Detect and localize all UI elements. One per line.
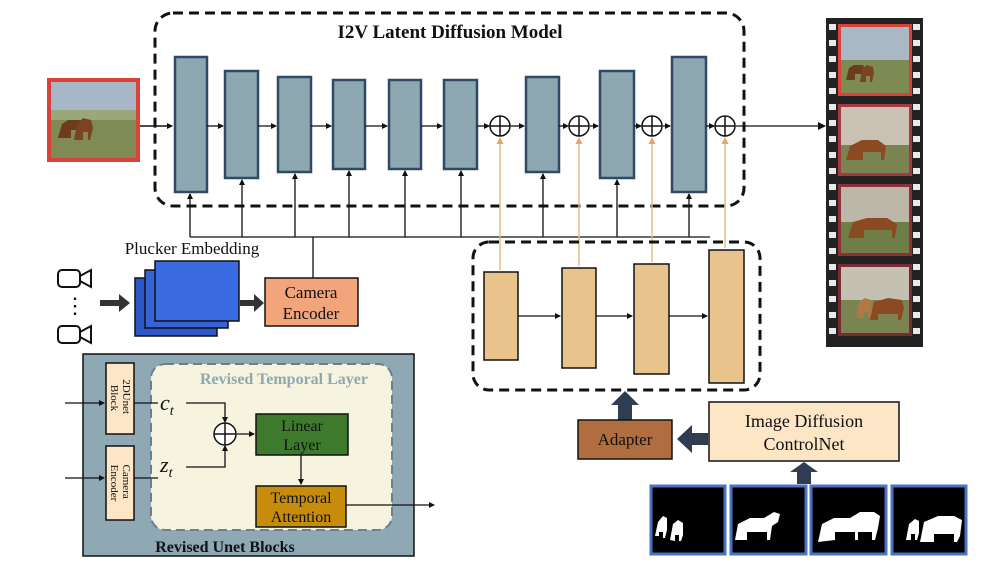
revised-temporal-layer-title: Revised Temporal Layer — [200, 371, 368, 388]
unet-block-6 — [442, 78, 479, 171]
adapter-block-3 — [633, 263, 670, 375]
sum-node-4 — [714, 115, 736, 137]
output-frame-2 — [838, 104, 912, 176]
unet-block-2 — [223, 69, 260, 180]
revised-unet-arrows — [65, 400, 435, 508]
var-c-t: ct — [160, 390, 175, 419]
var-z-t: zt — [159, 452, 174, 481]
controlnet-line1: Image Diffusion — [745, 411, 863, 431]
unet-block-1 — [173, 55, 209, 194]
sum-node-3 — [641, 115, 663, 137]
block-camera-encoder — [105, 445, 135, 521]
camera-encoder-line2: Encoder — [283, 304, 340, 323]
unet-block-7 — [524, 75, 561, 174]
i2v-model-container — [153, 11, 746, 208]
camera-icon-bottom — [57, 324, 92, 345]
camera-to-plucker-arrow — [100, 294, 130, 312]
plucker-embedding-stack — [134, 260, 240, 337]
block-2dunet — [105, 362, 135, 435]
segmentation-masks — [649, 484, 968, 556]
output-frame-1 — [838, 24, 912, 96]
unet-block-5 — [387, 78, 423, 171]
adapter-block-4 — [708, 249, 745, 384]
adapter-block-2 — [561, 267, 597, 369]
mask-2 — [729, 484, 808, 556]
unet-block-3 — [276, 75, 313, 174]
temporal-attention-box — [255, 485, 347, 528]
camera-icon-top — [57, 268, 92, 289]
controlnet-line2: ControlNet — [764, 434, 845, 454]
plucker-embedding-label: Plucker Embedding — [125, 239, 260, 258]
camera-dots: ⋮ — [64, 293, 86, 318]
controlnet-to-adapter-arrow — [677, 425, 708, 453]
sum-node-2 — [568, 115, 590, 137]
svg-text:ct: ct — [160, 390, 175, 419]
block-camera-encoder-label: Camera Encoder — [108, 465, 132, 502]
revised-unet-blocks-title: Revised Unet Blocks — [155, 539, 295, 556]
temporal-attention-line2: Attention — [271, 509, 331, 526]
temporal-attention-line1: Temporal — [270, 490, 332, 507]
input-image-frame — [47, 78, 140, 162]
adapter-up-arrow — [611, 391, 639, 420]
block-2dunet-label: 2DUnet Block — [108, 379, 132, 417]
camera-encoder-box — [264, 277, 359, 327]
adapter-block-1 — [483, 271, 519, 361]
sum-node-1 — [489, 115, 511, 137]
output-film-strip — [826, 18, 923, 347]
controlnet-box — [708, 401, 900, 462]
sum-nodes — [489, 115, 736, 137]
mask-3 — [809, 484, 888, 556]
unet-block-8 — [598, 69, 636, 180]
i2v-model-title: I2V Latent Diffusion Model — [337, 22, 562, 43]
output-frame-3 — [838, 184, 912, 256]
linear-layer-line1: Linear — [281, 418, 323, 435]
linear-layer-line2: Layer — [283, 437, 321, 454]
masks-to-controlnet-arrow — [790, 462, 818, 484]
linear-layer-box — [255, 413, 349, 456]
output-frame-4 — [838, 264, 912, 336]
plucker-to-encoder-arrow — [240, 294, 264, 312]
adapter-blocks — [483, 249, 745, 384]
unet-block-4 — [331, 78, 367, 171]
temporal-sum-node — [213, 422, 237, 446]
mask-1 — [649, 484, 727, 556]
unet-block-9 — [670, 55, 708, 194]
adapter-label: Adapter — [598, 430, 653, 449]
adapter-container — [471, 240, 762, 392]
mask-4 — [890, 484, 968, 556]
adapter-box — [577, 419, 673, 460]
unet-blocks — [173, 55, 708, 194]
camera-encoder-line1: Camera — [285, 283, 338, 302]
camera-condition-bus — [187, 170, 710, 278]
svg-text:zt: zt — [159, 452, 174, 481]
